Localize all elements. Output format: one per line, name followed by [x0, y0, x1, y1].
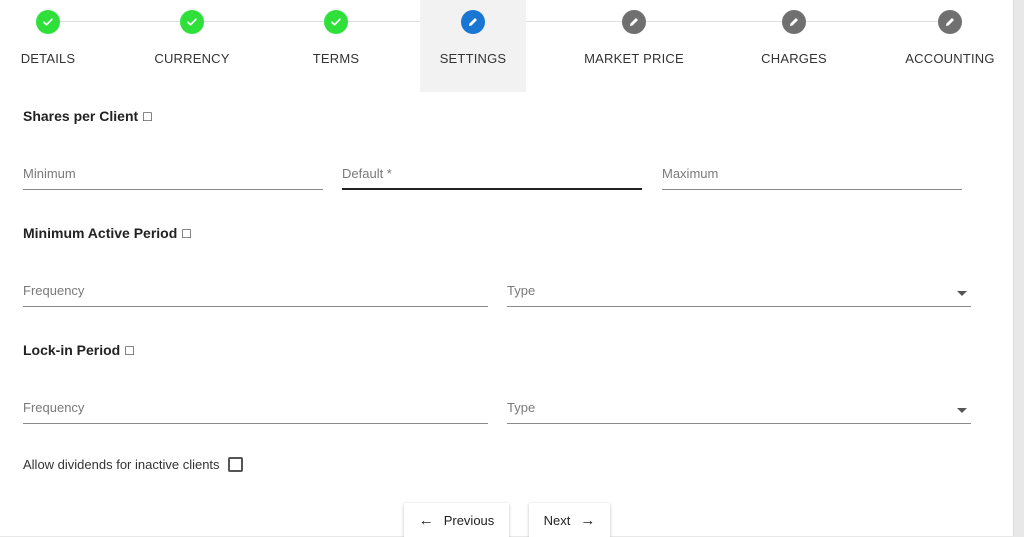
- previous-button-label: Previous: [443, 512, 495, 528]
- step-label: MARKET PRICE: [584, 51, 684, 66]
- info-icon[interactable]: ☐: [142, 110, 153, 124]
- allow-dividends-label: Allow dividends for inactive clients: [23, 457, 220, 472]
- pencil-icon: [782, 10, 806, 34]
- step-label: ACCOUNTING: [905, 51, 995, 66]
- shares-minimum-input[interactable]: [23, 160, 323, 181]
- allow-dividends-checkbox[interactable]: [227, 457, 243, 472]
- arrow-right-icon: →: [580, 511, 596, 529]
- stepper: DETAILS CURRENCY TERMS SETTINGS MARKET P: [0, 0, 1014, 92]
- shares-default-field[interactable]: [342, 160, 642, 190]
- step-connector: [486, 21, 622, 22]
- step-connector: [204, 21, 324, 22]
- dropdown-arrow-icon: [957, 291, 967, 296]
- lockin-frequency-input[interactable]: [23, 394, 488, 415]
- step-market-price[interactable]: MARKET PRICE: [574, 0, 694, 92]
- section-title-text: Lock-in Period: [23, 342, 121, 358]
- step-connector: [806, 21, 938, 22]
- next-button[interactable]: Next →: [529, 503, 610, 537]
- shares-maximum-field[interactable]: [662, 160, 962, 190]
- select-placeholder: Type: [507, 400, 536, 415]
- lock-in-period-title: Lock-in Period☐: [23, 342, 135, 358]
- check-icon: [180, 10, 204, 34]
- active-period-type-select[interactable]: Type: [507, 277, 971, 307]
- active-period-frequency-field[interactable]: [23, 277, 488, 307]
- step-connector: [60, 21, 180, 22]
- dropdown-arrow-icon: [957, 408, 967, 413]
- step-currency[interactable]: CURRENCY: [142, 0, 242, 92]
- step-terms[interactable]: TERMS: [296, 0, 376, 92]
- select-placeholder: Type: [507, 283, 536, 298]
- step-label: TERMS: [312, 51, 360, 66]
- shares-default-input[interactable]: [342, 160, 642, 181]
- step-label: CHARGES: [761, 51, 827, 66]
- shares-maximum-input[interactable]: [662, 160, 962, 181]
- check-icon: [36, 10, 60, 34]
- step-connector: [646, 21, 782, 22]
- step-charges[interactable]: CHARGES: [750, 0, 838, 92]
- shares-per-client-title: Shares per Client☐: [23, 108, 153, 124]
- step-accounting[interactable]: ACCOUNTING: [900, 0, 1000, 92]
- section-title-text: Shares per Client: [23, 108, 139, 124]
- step-label: DETAILS: [20, 51, 76, 66]
- step-details[interactable]: DETAILS: [8, 0, 88, 92]
- section-title-text: Minimum Active Period: [23, 225, 178, 241]
- minimum-active-period-title: Minimum Active Period☐: [23, 225, 192, 241]
- pencil-icon: [622, 10, 646, 34]
- next-button-label: Next: [543, 512, 571, 528]
- step-settings[interactable]: SETTINGS: [420, 0, 526, 92]
- previous-button[interactable]: ← Previous: [404, 503, 509, 537]
- shares-minimum-field[interactable]: [23, 160, 323, 190]
- arrow-left-icon: ←: [418, 511, 434, 529]
- info-icon[interactable]: ☐: [124, 344, 135, 358]
- active-period-frequency-input[interactable]: [23, 277, 488, 298]
- pencil-icon: [938, 10, 962, 34]
- step-connector: [348, 21, 460, 22]
- info-icon[interactable]: ☐: [181, 227, 193, 241]
- lockin-frequency-field[interactable]: [23, 394, 488, 424]
- step-label: SETTINGS: [439, 51, 507, 66]
- check-icon: [324, 10, 348, 34]
- step-label: CURRENCY: [154, 51, 230, 66]
- pencil-icon: [461, 10, 485, 34]
- allow-dividends-row: Allow dividends for inactive clients: [23, 457, 243, 472]
- lockin-type-select[interactable]: Type: [507, 394, 971, 424]
